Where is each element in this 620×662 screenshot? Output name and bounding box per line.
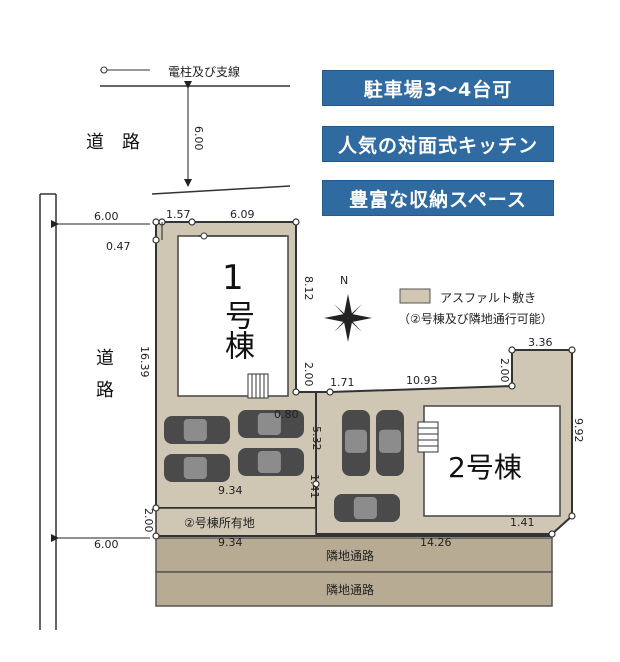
parked-car-4 <box>238 448 304 476</box>
dim-bottom-mid: 9.34 <box>218 536 243 549</box>
dim-top-mid: 1.57 <box>166 208 191 221</box>
dim-lot2-right: 9.92 <box>572 418 585 443</box>
dim-step: 1.71 <box>330 376 355 389</box>
dim-top-left: 6.00 <box>94 210 119 223</box>
pole-label: 電柱及び支線 <box>168 65 241 79</box>
parked-car-3 <box>164 454 230 482</box>
storage-badge: 豊富な収納スペース <box>322 180 554 216</box>
north-road-label: 道 路 <box>86 132 140 153</box>
dim-diag: 1.41 <box>308 474 321 499</box>
asphalt-legend-swatch <box>399 288 431 304</box>
dim-notch: 2.00 <box>302 362 315 387</box>
stair-1 <box>247 373 269 399</box>
dim-lot2-notch: 2.00 <box>498 358 511 383</box>
parked-car-5 <box>334 494 400 522</box>
building-2 <box>423 405 561 517</box>
parking-badge: 駐車場3～4台可 <box>322 70 554 106</box>
dim-inner: 0.80 <box>274 408 299 421</box>
adjacent-passage-label-1: 隣地通路 <box>326 549 375 563</box>
west-road-label-2: 路 <box>96 380 114 401</box>
dim-lot2-corner: 3.36 <box>528 336 553 349</box>
parked-car-1 <box>164 416 230 444</box>
kitchen-badge: 人気の対面式キッチン <box>322 126 554 162</box>
parked-car-7 <box>376 410 404 476</box>
compass-north-label: N <box>340 274 349 287</box>
dim-bottom-left: 6.00 <box>94 538 119 551</box>
adjacent-passage-label-2: 隣地通路 <box>326 583 375 597</box>
parked-car-6 <box>342 410 370 476</box>
dim-lot2-diag: 1.41 <box>510 516 535 529</box>
dim-left-side: 16.39 <box>138 346 151 378</box>
boundary-markers <box>152 218 576 540</box>
stair-2 <box>417 421 439 453</box>
west-road-label-1: 道 <box>96 348 114 369</box>
dim-top-right: 6.09 <box>230 208 255 221</box>
strip-label: ②号棟所有地 <box>184 516 255 530</box>
adjacent-passage-1 <box>155 537 553 573</box>
dim-drive: 5.32 <box>310 426 323 451</box>
building-1-label: 号棟 <box>219 300 254 360</box>
compass-rose <box>324 294 372 342</box>
adjacent-passage-2 <box>155 571 553 607</box>
dim-lot2-top: 10.93 <box>406 374 438 387</box>
building-2-label: 2号棟 <box>448 451 522 484</box>
dim-lot1-bottom: 9.34 <box>218 484 243 497</box>
parked-car-2 <box>238 410 304 438</box>
dim-bottom-right: 14.26 <box>420 536 452 549</box>
building-1-number: 1 <box>222 258 244 298</box>
asphalt-label: アスファルト敷き <box>440 291 537 305</box>
asphalt-note: （②号棟及び隣地通行可能） <box>398 312 553 326</box>
dim-strip-width: 2.00 <box>142 508 155 533</box>
dim-north-setback: 6.00 <box>192 126 205 151</box>
parking-cars <box>164 410 404 522</box>
dim-corner: 0.47 <box>106 240 131 253</box>
dim-b1-right: 8.12 <box>302 276 315 301</box>
